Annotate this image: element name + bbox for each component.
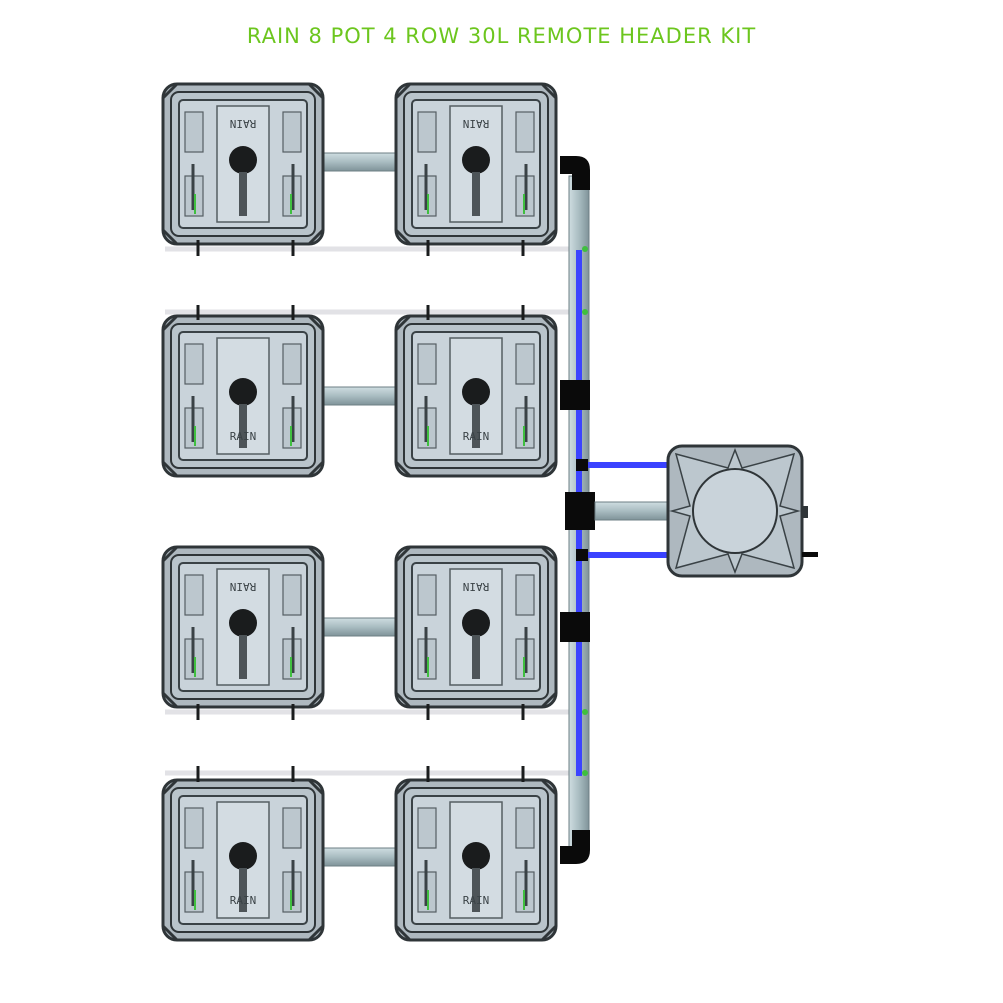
pot-label: RAIN [463,117,490,130]
black-coupler [576,459,588,471]
tank-feed-pipe [594,501,676,521]
green-connector [582,709,588,715]
bottom-elbow-fitting [560,830,590,864]
connector-pipe-row1 [323,152,401,172]
square-pot-icon: RAIN [161,314,325,478]
square-pot-icon: RAIN [394,82,558,246]
tee-fitting-3 [560,612,590,642]
square-pot-icon: RAIN [161,778,325,942]
pots: RAIN RAIN RAIN RAIN RAIN RAIN RAIN RAIN [161,82,558,942]
tee-fitting-2 [565,492,595,530]
square-pot-icon: RAIN [394,545,558,709]
square-pot-icon: RAIN [161,82,325,246]
green-connector [582,246,588,252]
top-elbow-fitting [560,156,590,190]
square-pot-icon: RAIN [394,314,558,478]
connector-pipe-row3 [323,617,401,637]
pot-label: RAIN [463,430,490,443]
drip-stakes [196,240,525,782]
pot-label: RAIN [463,894,490,907]
connector-pipe-row4 [323,847,401,867]
square-pot-icon: RAIN [161,545,325,709]
green-connector [582,309,588,315]
green-connectors [582,246,588,776]
pot-connector-pipes [323,152,401,867]
pot-label: RAIN [463,580,490,593]
connector-pipe-row2 [323,386,401,406]
pot-label: RAIN [230,430,257,443]
remote-reservoir-tank-icon [666,444,818,578]
tee-fitting-1 [560,380,590,410]
black-coupler [576,549,588,561]
tank-feed [576,459,676,561]
page-title: RAIN 8 POT 4 ROW 30L REMOTE HEADER KIT [246,24,757,48]
pot-label: RAIN [230,580,257,593]
drip-lines [165,246,585,776]
header-pipe [560,156,595,864]
pot-label: RAIN [230,117,257,130]
green-connector [582,770,588,776]
pot-label: RAIN [230,894,257,907]
square-pot-icon: RAIN [394,778,558,942]
